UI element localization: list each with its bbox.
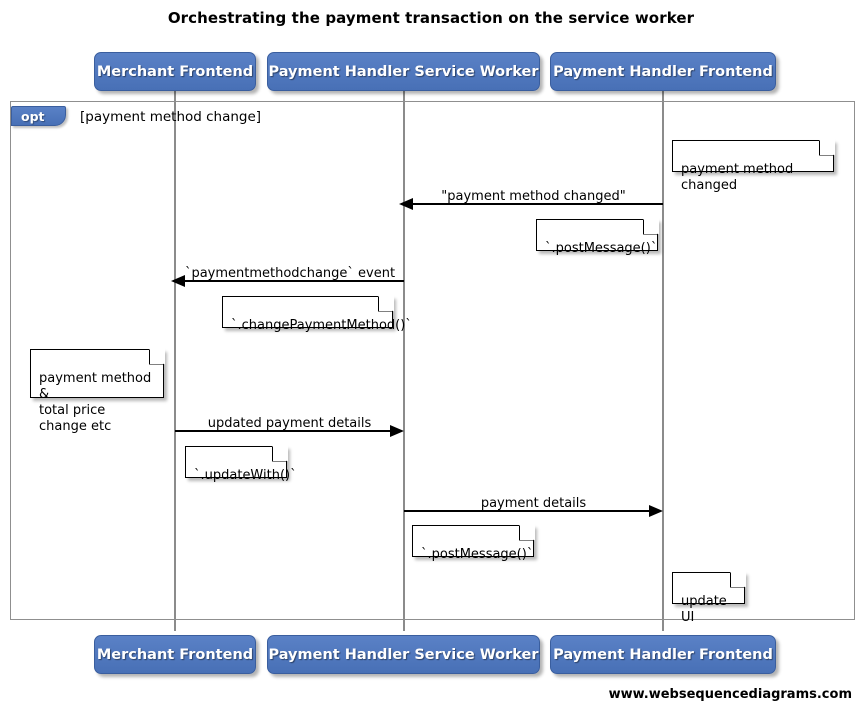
participant-label: Merchant Frontend <box>96 646 254 663</box>
message-line-payment-method-changed <box>412 203 663 205</box>
note-text: payment method changed <box>681 162 794 193</box>
opt-keyword: opt <box>21 108 45 124</box>
lifeline-payment-handler-service-worker <box>403 90 405 631</box>
participant-bottom-merchant-frontend[interactable]: Merchant Frontend <box>94 635 256 674</box>
participant-bottom-payment-handler-service-worker[interactable]: Payment Handler Service Worker <box>267 635 540 674</box>
participant-label: Payment Handler Frontend <box>553 63 773 80</box>
message-line-payment-details <box>404 510 650 512</box>
note-change-payment-method: `.changePaymentMethod()` <box>222 295 412 333</box>
participant-top-merchant-frontend[interactable]: Merchant Frontend <box>94 52 256 91</box>
note-payment-method-changed: payment method changed <box>672 139 835 193</box>
page-title: Orchestrating the payment transaction on… <box>167 9 695 27</box>
note-text: update UI <box>681 594 727 625</box>
message-label-payment-details: payment details <box>480 496 587 511</box>
note-update-with: `.updateWith()` <box>185 445 297 483</box>
participant-label: Payment Handler Service Worker <box>268 63 539 80</box>
participant-label: Payment Handler Frontend <box>553 646 773 663</box>
note-post-message-2: `.postMessage()` <box>412 524 535 562</box>
note-update-ui: update UI <box>672 571 746 625</box>
note-text: `.changePaymentMethod()` <box>231 318 412 333</box>
note-text: `.updateWith()` <box>194 468 297 483</box>
arrow-head-right-updated-payment-details <box>390 425 404 437</box>
message-line-updated-payment-details <box>175 430 391 432</box>
opt-fragment-frame <box>10 101 855 620</box>
note-price-change: payment method & total price change etc <box>30 348 165 434</box>
opt-fragment-label: opt <box>11 106 66 126</box>
lifeline-merchant-frontend <box>174 90 176 631</box>
participant-top-payment-handler-service-worker[interactable]: Payment Handler Service Worker <box>267 52 540 91</box>
participant-bottom-payment-handler-frontend[interactable]: Payment Handler Frontend <box>550 635 776 674</box>
footer-credit: www.websequencediagrams.com <box>608 687 852 702</box>
message-label-paymentmethodchange-event: `paymentmethodchange` event <box>184 266 396 281</box>
participant-label: Payment Handler Service Worker <box>268 646 539 663</box>
note-text: `.postMessage()` <box>421 547 534 562</box>
arrow-head-left-paymentmethodchange-event <box>171 275 185 287</box>
message-label-payment-method-changed: "payment method changed" <box>441 189 626 204</box>
opt-fragment-guard: [payment method change] <box>80 109 262 125</box>
lifeline-payment-handler-frontend <box>662 90 664 631</box>
participant-label: Merchant Frontend <box>96 63 254 80</box>
note-text: `.postMessage()` <box>545 241 658 256</box>
message-label-updated-payment-details: updated payment details <box>207 416 372 431</box>
note-text: payment method & total price change etc <box>39 371 152 434</box>
arrow-head-right-payment-details <box>649 505 663 517</box>
participant-top-payment-handler-frontend[interactable]: Payment Handler Frontend <box>550 52 776 91</box>
note-post-message-1: `.postMessage()` <box>536 218 659 256</box>
arrow-head-left-payment-method-changed <box>399 198 413 210</box>
message-line-paymentmethodchange-event <box>184 280 404 282</box>
